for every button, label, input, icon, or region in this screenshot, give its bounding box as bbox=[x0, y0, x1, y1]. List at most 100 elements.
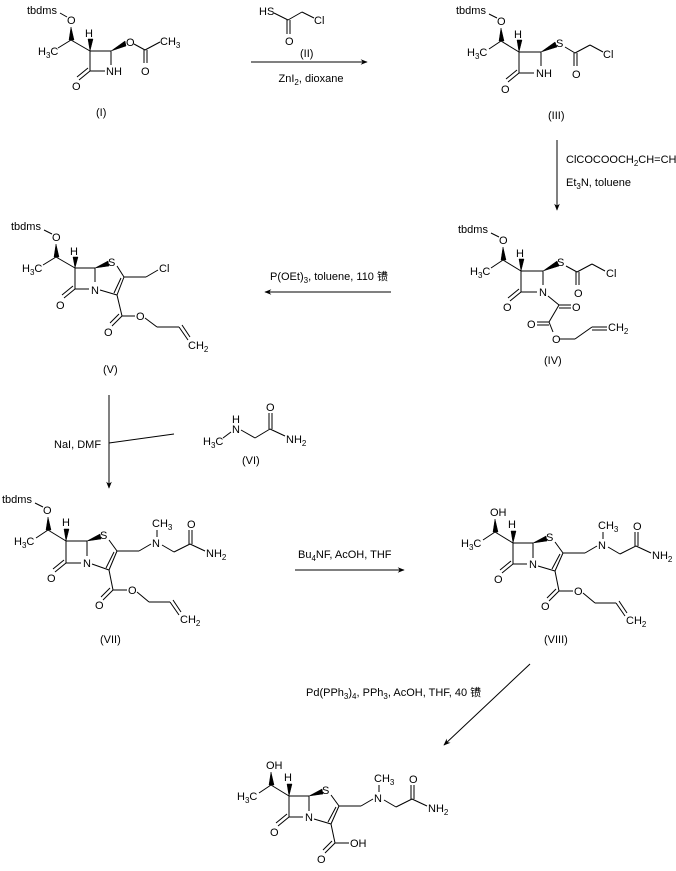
atom-tbdms: tbdms bbox=[11, 221, 41, 233]
atom-ch2: CH2 bbox=[188, 340, 209, 354]
atom-h3c: H3C bbox=[203, 436, 223, 450]
atom-carbonyl-o: O bbox=[541, 601, 550, 613]
compound-label-VII: (VII) bbox=[100, 634, 121, 646]
atom-ch2: CH2 bbox=[180, 614, 201, 628]
compound-label-II: (II) bbox=[300, 48, 313, 60]
atom-h: H bbox=[514, 29, 522, 41]
atom-ester-o: O bbox=[126, 37, 135, 49]
atom-nh: NH bbox=[106, 66, 122, 78]
atom-carbonyl-o: O bbox=[104, 327, 113, 339]
atom-nh2: NH2 bbox=[428, 803, 449, 817]
reagent-step4: NaI, DMF bbox=[54, 439, 101, 451]
atom-n: N bbox=[539, 287, 547, 299]
atom-h: H bbox=[70, 246, 78, 258]
atom-lactam-o: O bbox=[503, 302, 512, 314]
compound-VII: tbdms O H3C H N O S N CH3 O NH2 bbox=[2, 494, 227, 646]
atom-lactam-o: O bbox=[501, 84, 510, 96]
atom-ester-o: O bbox=[136, 311, 145, 323]
atom-h3c: H3C bbox=[22, 263, 42, 277]
atom-o: O bbox=[266, 402, 275, 414]
atom-h: H bbox=[284, 772, 292, 784]
atom-nh: NH bbox=[536, 68, 552, 80]
compound-label-V: (V) bbox=[103, 364, 118, 376]
atom-nme: N bbox=[598, 540, 606, 552]
atom-acid-oh: OH bbox=[350, 838, 367, 850]
reagent-join-line bbox=[108, 433, 175, 444]
atom-ch3: CH3 bbox=[152, 518, 173, 532]
atom-lactam-o: O bbox=[56, 300, 65, 312]
atom-oh: OH bbox=[266, 760, 283, 772]
compound-VIII: OH H3C H N O S N CH3 O NH2 O bbox=[461, 507, 673, 646]
atom-lactam-o: O bbox=[47, 573, 56, 585]
atom-tbdms: tbdms bbox=[458, 224, 488, 236]
atom-thio-o: O bbox=[574, 288, 583, 300]
atom-n: N bbox=[232, 424, 240, 436]
atom-cl: Cl bbox=[603, 49, 613, 61]
atom-n: N bbox=[305, 812, 313, 824]
atom-cl: Cl bbox=[606, 268, 616, 280]
compound-V: tbdms O H3C H N O S Cl O O CH2 bbox=[11, 221, 209, 376]
atom-h: H bbox=[508, 519, 516, 531]
reaction-arrow-6 bbox=[443, 663, 531, 746]
atom-ch2: CH2 bbox=[608, 322, 629, 336]
reagent-step6: Pd(PPh3)4, PPh3, AcOH, THF, 40 镄 bbox=[306, 686, 481, 701]
atom-o: O bbox=[43, 505, 52, 517]
atom-amide-o: O bbox=[187, 519, 196, 531]
compound-label-VIII: (VIII) bbox=[544, 634, 568, 646]
compound-II: HS Cl O (II) bbox=[259, 6, 324, 60]
atom-n: N bbox=[83, 558, 91, 570]
atom-o: O bbox=[497, 16, 506, 28]
atom-nh2: NH2 bbox=[652, 550, 673, 564]
atom-ch3: CH3 bbox=[598, 520, 619, 534]
compound-III: tbdms O H3C H NH O S Cl O (III) bbox=[456, 5, 613, 122]
atom-lactam-o: O bbox=[494, 574, 503, 586]
atom-o: O bbox=[285, 36, 294, 48]
atom-nh-h: H bbox=[232, 414, 240, 426]
atom-oh: OH bbox=[490, 507, 507, 519]
reagent-step3: P(OEt)3, toluene, 110 镄 bbox=[270, 270, 388, 285]
atom-n: N bbox=[91, 285, 99, 297]
atom-s: S bbox=[546, 532, 553, 544]
atom-h3c: H3C bbox=[14, 536, 34, 550]
atom-hs: HS bbox=[259, 6, 274, 18]
atom-h3c: H3C bbox=[38, 46, 58, 60]
reagent-step5: Bu4NF, AcOH, THF bbox=[298, 549, 392, 563]
atom-nh2: NH2 bbox=[206, 548, 227, 562]
atom-nme: N bbox=[374, 793, 382, 805]
atom-ester-o: O bbox=[552, 334, 561, 346]
atom-cl: Cl bbox=[159, 263, 169, 275]
atom-o: O bbox=[52, 232, 61, 244]
atom-carbonyl-o: O bbox=[141, 66, 150, 78]
compound-IV: tbdms O H3C H N O S Cl O O O O bbox=[458, 224, 629, 367]
compound-label-III: (III) bbox=[548, 110, 565, 122]
compound-label-I: (I) bbox=[96, 107, 106, 119]
compound-label-VI: (VI) bbox=[242, 455, 260, 467]
atom-ester-o: O bbox=[128, 585, 137, 597]
atom-cl: Cl bbox=[314, 15, 324, 27]
atom-s: S bbox=[556, 38, 563, 50]
atom-h: H bbox=[516, 248, 524, 260]
compound-final: OH H3C H N O S N CH3 O NH2 O bbox=[237, 760, 449, 866]
atom-amide-o: O bbox=[633, 521, 642, 533]
atom-carbonyl-o: O bbox=[95, 600, 104, 612]
atom-lactam-o: O bbox=[72, 81, 81, 93]
atom-ch2: CH2 bbox=[626, 615, 647, 629]
atom-s: S bbox=[322, 785, 329, 797]
atom-o: O bbox=[499, 235, 508, 247]
atom-h3c: H3C bbox=[237, 791, 257, 805]
compound-VI: H3C H N O NH2 (VI) bbox=[203, 402, 307, 467]
atom-tbdms: tbdms bbox=[456, 5, 486, 17]
atom-h: H bbox=[62, 517, 70, 529]
reagent-step2-line1: ClCOCOOCH2CH=CH2 bbox=[566, 154, 676, 168]
atom-ch3: CH3 bbox=[374, 773, 395, 787]
atom-s: S bbox=[108, 257, 115, 269]
atom-nme: N bbox=[152, 538, 160, 550]
atom-s: S bbox=[557, 257, 564, 269]
reagent-step2-line2: Et3N, toluene bbox=[566, 177, 631, 191]
atom-nh2: NH2 bbox=[286, 434, 307, 448]
atom-acid-o: O bbox=[317, 854, 326, 866]
atom-n: N bbox=[529, 559, 537, 571]
atom-oxo2: O bbox=[527, 319, 536, 331]
atom-lactam-o: O bbox=[270, 827, 279, 839]
